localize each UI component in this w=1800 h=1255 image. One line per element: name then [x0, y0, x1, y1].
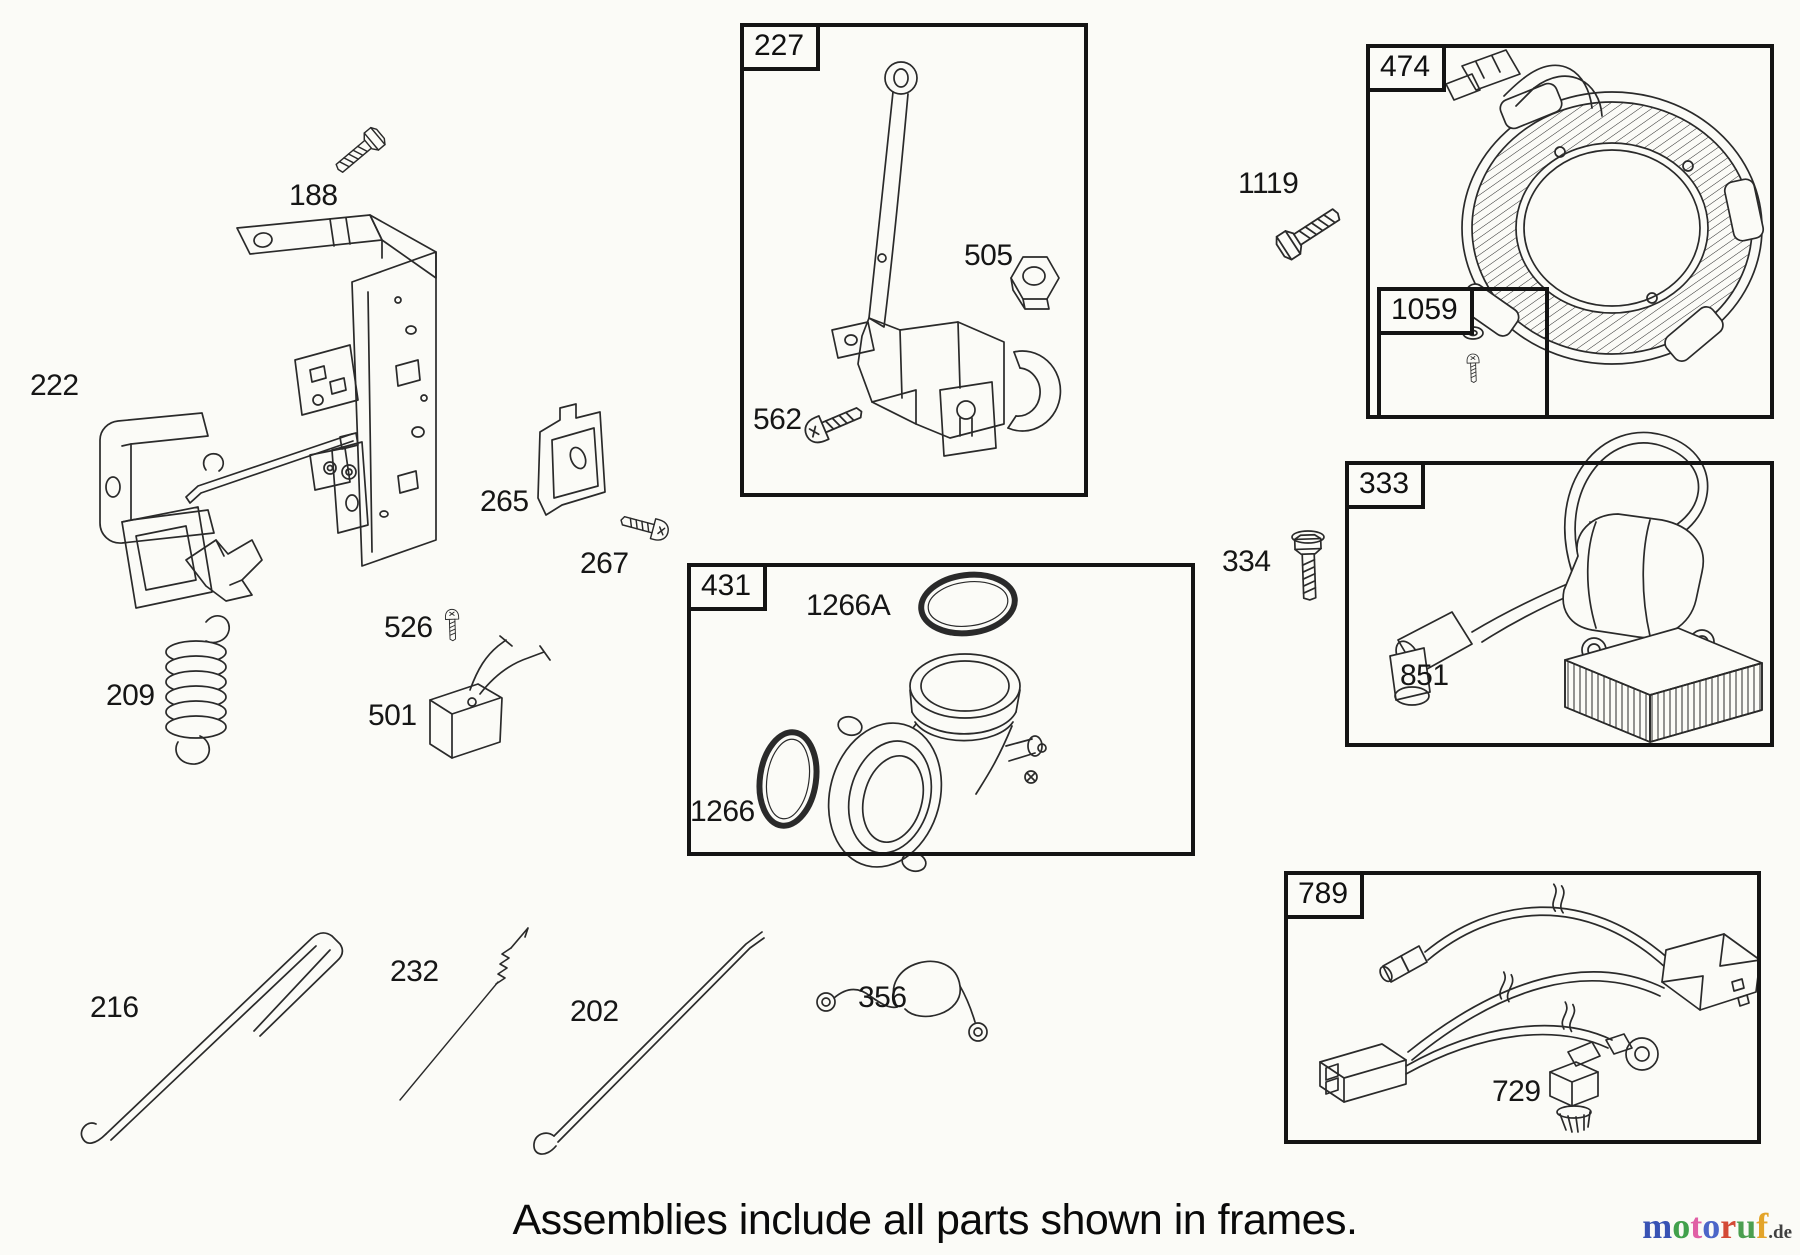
frame-label-1059: 1059 [1377, 287, 1474, 335]
assembly-frame-474: 474 [1366, 44, 1774, 419]
frame-label-789: 789 [1284, 871, 1365, 919]
part-label-202: 202 [570, 995, 619, 1028]
clip-265-drawing [537, 403, 606, 516]
spring-209-drawing [165, 614, 230, 765]
part-label-265: 265 [480, 485, 529, 518]
clip-729-drawing [1549, 1041, 1601, 1133]
module-501-drawing [429, 635, 551, 759]
part-label-267: 267 [580, 547, 629, 580]
rod-216-drawing [80, 932, 344, 1144]
assembly-frame-789: 789 [1284, 871, 1761, 1144]
part-label-334: 334 [1222, 545, 1271, 578]
bolt-1119-drawing [1272, 200, 1347, 263]
part-label-222: 222 [30, 369, 79, 402]
oring-1266a-drawing [918, 571, 1018, 637]
logo-suffix: .de [1768, 1222, 1792, 1243]
assembly-frame-1059: 1059 [1377, 287, 1549, 419]
spring-link-232-drawing [399, 927, 529, 1101]
part-label-188: 188 [289, 179, 338, 212]
part-label-216: 216 [90, 991, 139, 1024]
harness-789-drawing [1319, 883, 1761, 1103]
screw-188-drawing [330, 124, 389, 179]
logo-letter: m [1642, 1206, 1673, 1246]
part-label-232: 232 [390, 955, 439, 988]
logo-letter: r [1720, 1206, 1737, 1246]
part-label-526: 526 [384, 611, 433, 644]
rod-202-drawing [533, 931, 765, 1155]
logo-letter: t [1690, 1206, 1703, 1246]
part-label-562: 562 [753, 403, 802, 436]
assemblies-note: Assemblies include all parts shown in fr… [512, 1196, 1358, 1244]
part-label-1266A: 1266A [806, 589, 891, 622]
ignition-coil-333-drawing [1389, 431, 1763, 743]
frame-label-474: 474 [1366, 44, 1447, 92]
part-label-1266: 1266 [690, 795, 755, 828]
nut-505-drawing [1010, 256, 1060, 310]
frame-label-431: 431 [687, 563, 768, 611]
logo-letter: o [1702, 1206, 1721, 1246]
throttle-lever-227-drawing [831, 61, 1062, 457]
logo-letter: u [1736, 1206, 1757, 1246]
screw-267-drawing [617, 509, 672, 544]
control-bracket-drawing [99, 214, 437, 609]
bolt-334-drawing [1291, 530, 1325, 602]
assembly-frame-431: 431 [687, 563, 1195, 856]
assembly-frame-333: 333 [1345, 461, 1774, 747]
oring-1266-drawing [756, 729, 820, 829]
frame-label-333: 333 [1345, 461, 1426, 509]
part-label-356: 356 [858, 981, 907, 1014]
part-label-729: 729 [1492, 1075, 1541, 1108]
assembly-frame-227: 227 [740, 23, 1088, 497]
logo-letter: f [1756, 1206, 1769, 1246]
stator-474-drawing [1445, 49, 1765, 365]
logo-letter: o [1672, 1206, 1691, 1246]
motoruf-logo: motoruf.de [1642, 1206, 1792, 1253]
screw-526-drawing [444, 608, 460, 642]
part-label-505: 505 [964, 239, 1013, 272]
ground-wire-356-drawing [816, 960, 988, 1042]
intake-elbow-drawing [827, 653, 1047, 873]
part-label-851: 851 [1400, 659, 1449, 692]
frame-label-227: 227 [740, 23, 821, 71]
part-label-501: 501 [368, 699, 417, 732]
part-label-1119: 1119 [1238, 167, 1299, 200]
part-label-209: 209 [106, 679, 155, 712]
